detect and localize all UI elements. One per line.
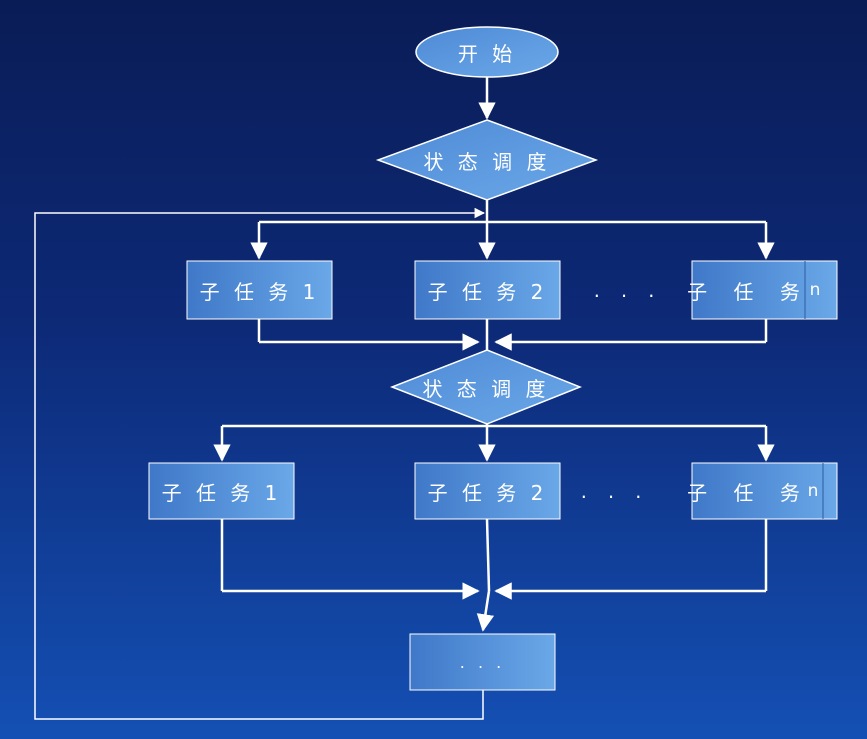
row1-taskn-box xyxy=(691,260,838,320)
row2-task2-box xyxy=(414,462,561,520)
start-node xyxy=(415,26,559,78)
row1-task1-box xyxy=(186,260,333,320)
dispatch2-node xyxy=(389,349,583,425)
row1-task2-box xyxy=(414,260,561,320)
merge-row2-task2 xyxy=(485,518,491,592)
row2-ellipsis: . . . xyxy=(579,483,648,502)
final-box xyxy=(409,633,556,691)
dispatch1-node xyxy=(375,119,599,201)
row2-task1-box xyxy=(148,462,295,520)
row1-ellipsis: . . . xyxy=(592,282,661,301)
row2-taskn-box xyxy=(691,462,838,520)
loop-back-edge xyxy=(34,207,486,720)
edge-to-final-box xyxy=(476,590,495,632)
